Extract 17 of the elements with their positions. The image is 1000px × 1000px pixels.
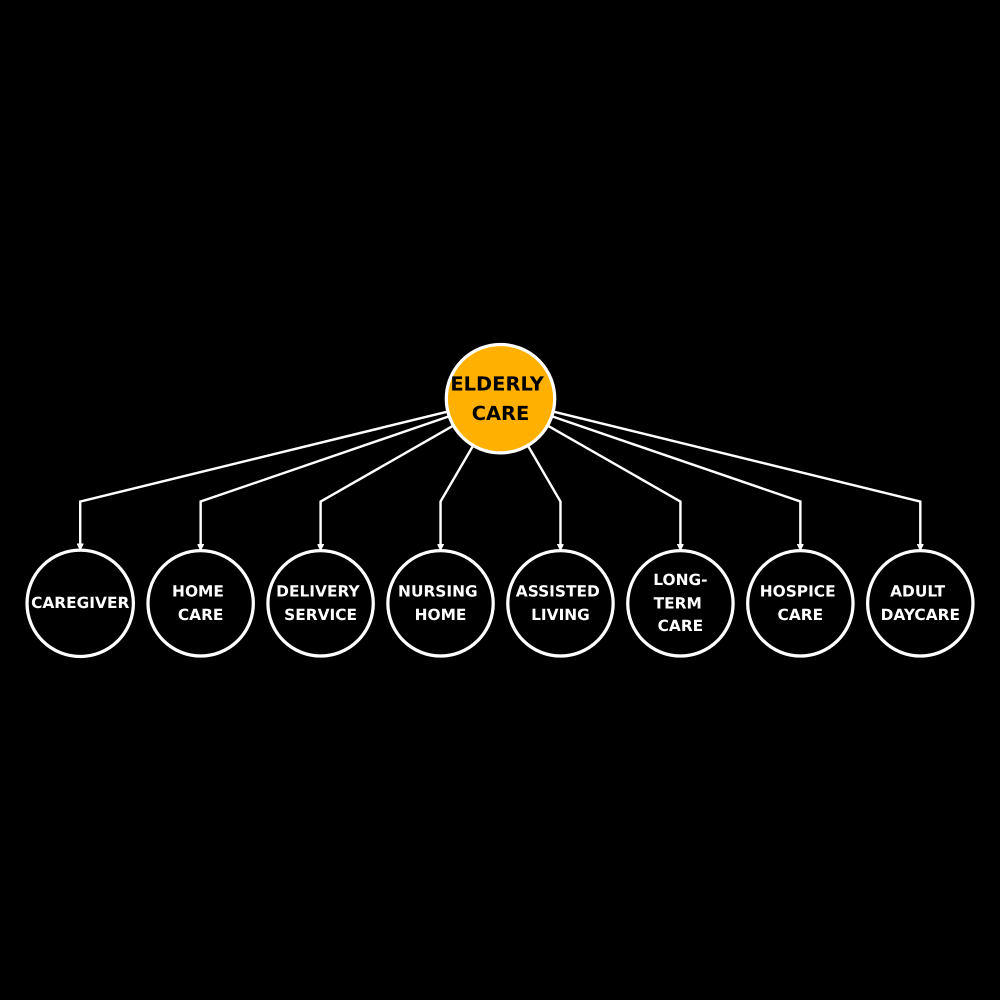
node-circle: ELDERLY CARE	[444, 342, 556, 454]
arrow	[197, 414, 450, 550]
arrow	[546, 424, 684, 550]
node-circle: HOSPICE CARE	[746, 548, 855, 658]
node-circle: CAREGIVER	[25, 548, 135, 658]
node-circle: ASSISTED LIVING	[506, 548, 615, 658]
arrow	[76, 410, 448, 550]
arrow	[317, 424, 454, 550]
arrow	[551, 414, 804, 550]
node-circle: LONG-TERM CARE	[626, 548, 735, 658]
node-circle: DELIVERY SERVICE	[266, 548, 375, 658]
node-circle: ADULT DAYCARE	[866, 548, 975, 658]
arrow	[436, 444, 474, 550]
node-circle: NURSING HOME	[386, 548, 495, 658]
arrow	[552, 410, 924, 550]
node-circle: HOME CARE	[146, 548, 255, 658]
arrow	[526, 444, 564, 550]
